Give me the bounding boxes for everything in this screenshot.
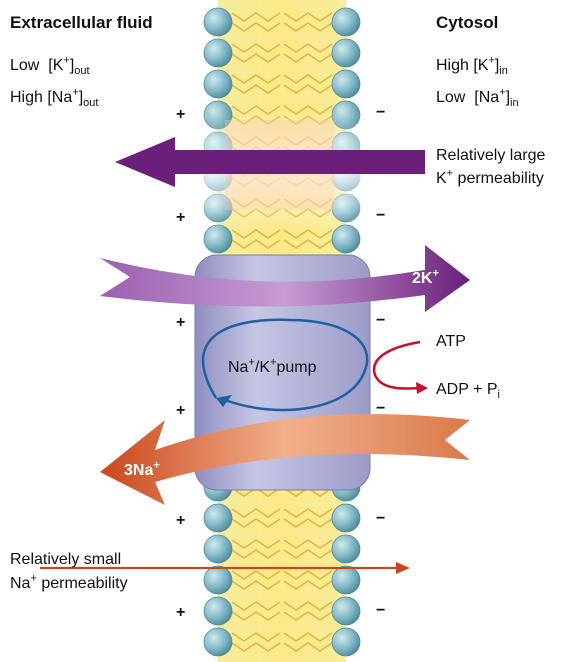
inside-charge: −: [376, 510, 386, 527]
pump-cycle-arrow: [201, 318, 369, 412]
atp-hydrolysis-arrow: [372, 340, 421, 390]
outside-charge: +: [176, 512, 186, 529]
na-permeability-label-line1: Relatively small: [10, 551, 122, 568]
inside-charge: −: [376, 400, 386, 417]
outside-charge: +: [176, 314, 186, 331]
pump-cycle-arrowhead: [216, 395, 232, 407]
k-leak-arrow: [115, 137, 425, 187]
lipid-head: [331, 69, 361, 99]
lipid-head: [331, 565, 361, 595]
inside-charge: −: [376, 104, 386, 121]
lipid-head: [331, 38, 361, 68]
na-flux-arrow: [100, 414, 470, 505]
outside-charge: +: [176, 209, 186, 226]
lipid-head: [331, 627, 361, 657]
k-out-concentration: Low [K+]out: [10, 54, 90, 78]
atp-arrowhead: [416, 382, 428, 394]
lipid-head: [203, 503, 233, 533]
k-in-concentration: High [K+]in: [436, 54, 508, 78]
cytosol-title: Cytosol: [436, 13, 499, 32]
lipid-head: [203, 627, 233, 657]
lipid-head: [331, 534, 361, 564]
k-permeability-label-line1: Relatively large: [436, 147, 546, 164]
lipid-head: [203, 565, 233, 595]
outside-charge: +: [176, 106, 186, 123]
k-flux-arrow: [100, 245, 470, 312]
k-permeability-label-line2: K+ permeability: [436, 167, 544, 187]
atp-label: ATP: [436, 333, 466, 350]
lipid-head: [203, 38, 233, 68]
na-leak-arrowhead: [396, 562, 410, 574]
lipid-head: [331, 596, 361, 626]
outside-charge: +: [176, 604, 186, 621]
lipid-head: [203, 7, 233, 37]
outside-charge: +: [176, 402, 186, 419]
inside-charge: −: [376, 207, 386, 224]
lipid-head: [331, 7, 361, 37]
lipid-head: [203, 534, 233, 564]
inside-charge: −: [376, 602, 386, 619]
extracellular-title: Extracellular fluid: [10, 13, 153, 32]
na-permeability-label-line2: Na+ permeability: [10, 572, 128, 592]
na-flux-label: 3Na+: [124, 459, 160, 479]
na-in-concentration: Low [Na+]in: [436, 86, 519, 110]
na-out-concentration: High [Na+]out: [10, 86, 99, 110]
lipid-head: [331, 503, 361, 533]
lipid-head: [203, 69, 233, 99]
pump-label: Na+/K+pump: [228, 356, 317, 376]
k-flux-label: 2K+: [412, 267, 439, 287]
lipid-head: [203, 596, 233, 626]
inside-charge: −: [376, 312, 386, 329]
adp-label: ADP + Pi: [436, 381, 500, 402]
